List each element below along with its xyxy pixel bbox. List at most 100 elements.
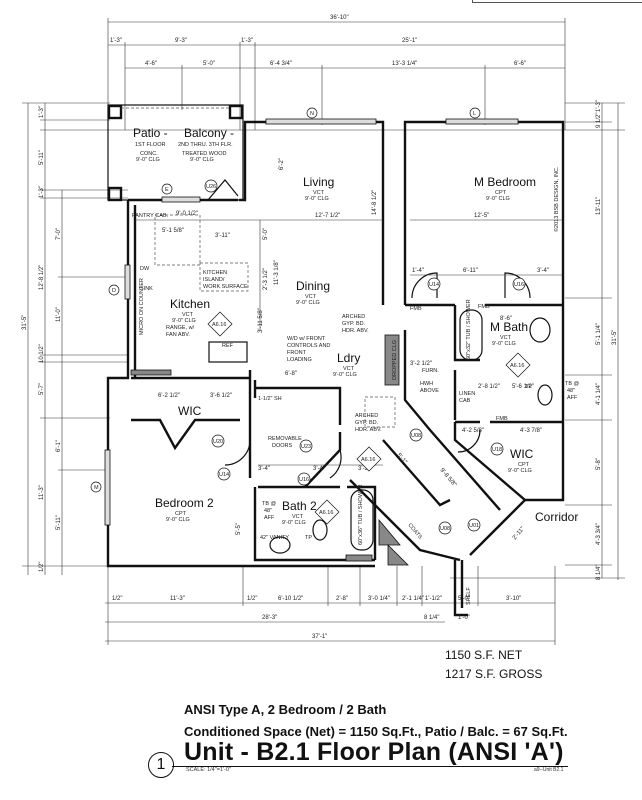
room-note: 9'-0" CLG [492,341,516,347]
note-fmb: FMB [496,416,508,422]
note-fmb: FMB [478,304,490,310]
dim-label: 11'-0" [56,307,62,322]
detail-tag: A6.16 [510,363,524,369]
dim-label: 3'-10" [506,596,521,602]
dim-label: 5'-6 1/2" [512,384,534,390]
dim-label: 1'-4" [412,268,424,274]
note-pantry: PANTRY CAB. [132,213,169,219]
door-tag: U16 [514,282,524,288]
detail-tag: A6.16 [212,322,226,328]
room-bedroom-2: Bedroom 2 CPT 9'-0" CLG [155,496,214,523]
note-tub-bath2: 60"x36" TUB / SHOWER [358,484,364,545]
top-dimensions: 36'-10" 1'-3" 9'-3" 1'-3" 25'-1" 4'-6" 5… [40,15,625,131]
room-wic-kitchen: WIC [178,404,202,418]
dim-label: 1/2" [39,562,45,572]
dim-label: 6'-1" [56,440,62,452]
room-laundry: Ldry VCT 9'-0" CLG [333,351,360,378]
dim-label: 5'-0" [263,228,269,240]
note-tub-master: 60"x32" TUB / SHOWER [466,299,472,360]
room-note: CPT [495,190,507,196]
room-note: 9'-0" CLG [166,517,190,523]
note-arched: HDR. ABV. [342,328,369,334]
grid-tag-n: N [310,111,314,117]
room-name: M Bath [490,320,528,334]
dim-label: 1'-3" [39,106,45,118]
door-tag: U18 [492,447,502,453]
door-tag: U23 [301,444,311,450]
dim-label: 3'-0 1/4" [368,596,390,602]
room-note: CPT [518,462,530,468]
title-underline [172,766,568,767]
note-tb: AFF [264,515,275,521]
dim-label: 5'-1 5/8" [162,228,184,234]
detail-tags: A6.16 A6.16 A6.16 A6.16 [207,311,531,525]
dim-label: 13'-11" [596,197,602,215]
dim-label: 1'-0" [458,615,470,621]
dim-label: 2'-11" [512,526,526,541]
dim-label: 1/2" [112,596,122,602]
note-island: ISLAND/ [203,277,225,283]
interior-dimensions: 9'-0 1/2" 5'-1 5/8" 3'-11" 5'-0" 2'-3 1/… [135,158,563,541]
note-dw: DW [140,266,150,272]
dim-label: 2'-8" [336,596,348,602]
right-dimensions: 1'-3" 9 1/2" 13'-11" 31'-5" 5'-1 1/4" 4'… [450,100,625,580]
note-tp: TP [305,535,312,541]
dim-label: 13'-3 1/4" [392,61,417,67]
dim-label: 12'-5" [474,213,489,219]
dim-label: 5'-7" [39,383,45,395]
note-tp: TP [525,384,532,390]
room-note: 9'-0" CLG [296,300,320,306]
room-living: Living VCT 9'-0" CLG [303,175,334,202]
room-name: Balcony - [184,126,234,140]
dim-overall-width-bottom: 37'-1" [312,634,327,640]
dim-label: 6'-4 3/4" [270,61,292,67]
note-removable-doors: DOORS [272,443,293,449]
dim-label: 1'-3" [110,38,122,44]
note-shelf: SHELF [466,587,472,605]
door-tag: U08 [411,433,421,439]
dim-label: 1'-3" [596,100,602,112]
door-tag: U01 [469,523,479,529]
room-note: FAN ABV. [166,332,190,338]
dim-label: 5'-0" [458,596,470,602]
dim-label: 11'-3" [170,596,185,602]
note-tb: TB @ [262,501,277,507]
room-name: Patio - [133,126,168,140]
dim-label: 3'-4" [313,466,325,472]
dim-label: 28'-3" [262,615,277,621]
door-tag: U20 [213,439,223,445]
door-tag: U16 [299,477,309,483]
dim-label: 9 1/2" [596,113,602,128]
door-tag: U14 [219,472,229,478]
note-wd: W/D w/ FRONT [287,336,326,342]
annotations: PANTRY CAB. KITCHEN ISLAND/ WORK SURFACE… [132,166,580,605]
dim-label: 9'-3" [175,38,187,44]
bottom-dimensions: 1/2" 11'-3" 1/2" 6'-10 1/2" 2'-8" 3'-0 1… [105,566,556,645]
room-name: Bedroom 2 [155,496,214,510]
dim-label: 3'-6 1/2" [210,393,232,399]
note-linen: LINEN [459,391,475,397]
dim-label: 6'-11" [463,268,478,274]
dim-label: 12'-8 1/2" [39,265,45,290]
dim-label: 7'-0" [56,228,62,240]
scale-note: SCALE: 1/4"=1'-0" [186,767,231,773]
dim-label: 1'-3" [241,38,253,44]
room-name: Kitchen [170,297,210,311]
dim-label: 8 1/4" [424,615,439,621]
room-patio: Patio - 1ST FLOOR CONC. 9'-0" CLG [133,126,168,163]
title-frame-edge [472,0,642,3]
note-furnace: HWH [420,381,433,387]
room-bath-2: Bath 2 VCT 9'-0" CLG [282,499,317,526]
note-tb: AFF [567,395,578,401]
dim-label: 6'-6" [514,61,526,67]
note-furnace: ABOVE [420,388,439,394]
room-name: WIC [510,447,534,461]
grid-tag-l: L [473,111,476,117]
room-note: 9'-0" CLG [305,196,329,202]
door-tag: U26 [206,184,216,190]
room-note: TREATED WOOD [182,151,227,157]
gross-area: 1217 S.F. GROSS [445,667,543,681]
note-island: KITCHEN [203,270,227,276]
plan-subtitle-type: ANSI Type A, 2 Bedroom / 2 Bath [184,702,387,717]
dim-label: 1'-1/2" [425,596,442,602]
